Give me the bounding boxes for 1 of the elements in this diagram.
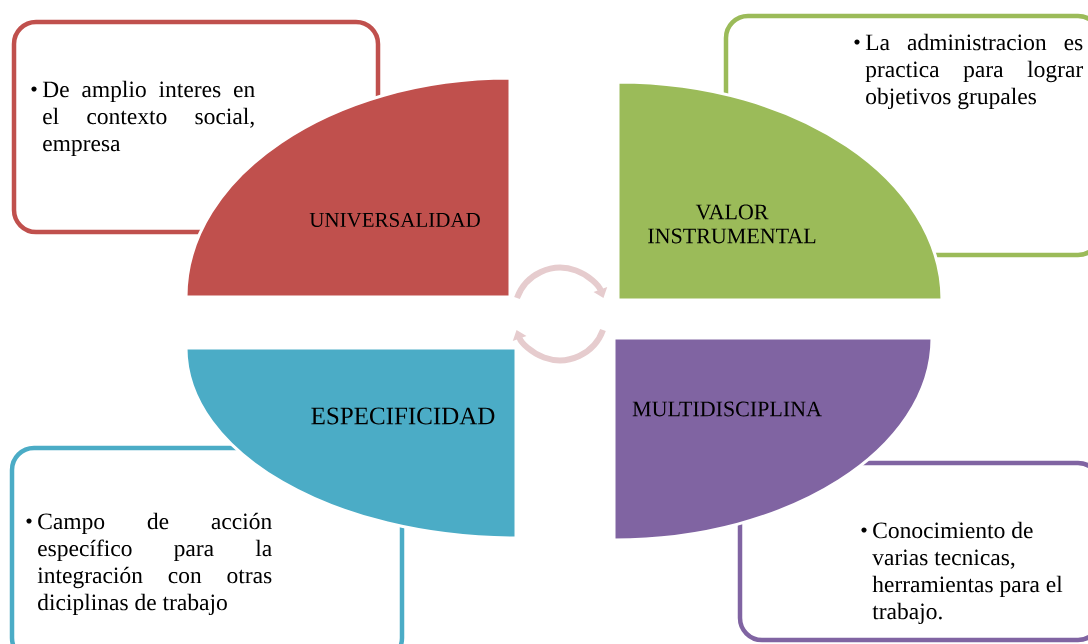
- text-box: Conocimiento de varias tecnicas, herramientas para el trabajo.: [737, 460, 1088, 643]
